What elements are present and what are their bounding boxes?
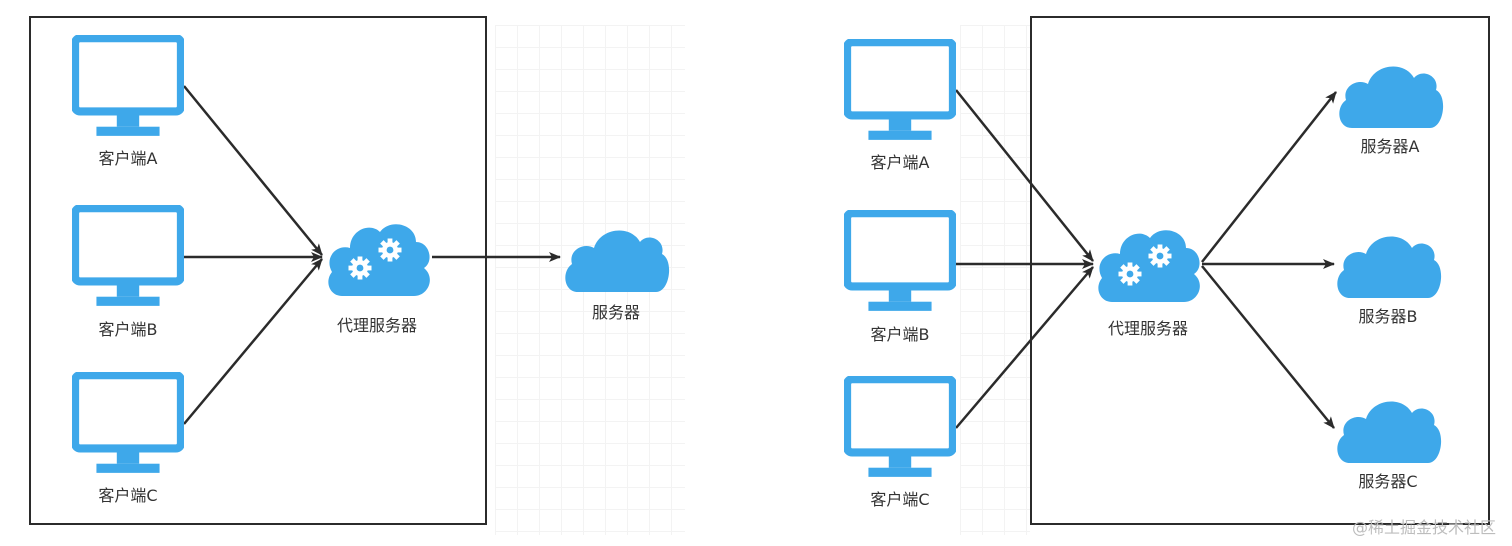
client-b: 客户端B (75, 208, 181, 339)
server-c: 服务器C (1337, 401, 1442, 491)
proxy-server: 代理服务器 (328, 224, 429, 335)
client-a-label: 客户端A (871, 153, 930, 172)
server-c-label: 服务器C (1358, 472, 1417, 491)
client-c-label: 客户端C (98, 486, 157, 505)
left-diagram: 客户端A 客户端B 客户端C 代理服务器 服务器 (29, 16, 670, 525)
client-c-label: 客户端C (870, 490, 929, 509)
monitor-icon (847, 42, 953, 140)
cloud-icon (1337, 401, 1442, 463)
client-c: 客户端C (847, 379, 953, 509)
monitor-icon (75, 38, 181, 136)
client-a: 客户端A (75, 38, 181, 168)
client-group-box (29, 16, 487, 525)
arrow-client-a-to-proxy (183, 85, 323, 256)
cloud-gears-icon (328, 224, 429, 296)
right-diagram: 客户端A 客户端B 客户端C 代理服务器 服务器A 服务器B 服务器C (847, 16, 1490, 525)
client-b-label: 客户端B (99, 320, 158, 339)
proxy-server: 代理服务器 (1098, 230, 1199, 338)
watermark: @稀土掘金技术社区 (1351, 518, 1496, 537)
right-arrows (955, 89, 1337, 429)
arrow-proxy-to-server-c (1201, 265, 1335, 429)
server-label: 服务器 (592, 303, 640, 322)
server: 服务器 (565, 230, 670, 322)
monitor-icon (847, 379, 953, 477)
arrow-client-a-to-proxy (955, 89, 1094, 262)
arrow-proxy-to-server-a (1201, 91, 1337, 263)
monitor-icon (75, 375, 181, 473)
server-a-label: 服务器A (1361, 137, 1420, 156)
cloud-icon (1339, 66, 1444, 128)
proxy-server-label: 代理服务器 (1108, 319, 1188, 338)
cloud-icon (1337, 236, 1442, 298)
client-a-label: 客户端A (99, 149, 158, 168)
client-a: 客户端A (847, 42, 953, 172)
server-group-box (1030, 16, 1490, 525)
arrow-client-c-to-proxy (955, 266, 1094, 429)
monitor-icon (75, 208, 181, 306)
server-b-label: 服务器B (1359, 307, 1418, 326)
client-b-label: 客户端B (871, 325, 930, 344)
left-arrows (183, 85, 561, 425)
server-b: 服务器B (1337, 236, 1442, 326)
monitor-icon (847, 213, 953, 311)
client-c: 客户端C (75, 375, 181, 505)
client-b: 客户端B (847, 213, 953, 344)
arrow-client-c-to-proxy (183, 258, 323, 425)
cloud-gears-icon (1098, 230, 1199, 302)
server-a: 服务器A (1339, 66, 1444, 156)
cloud-icon (565, 230, 670, 292)
proxy-server-label: 代理服务器 (337, 316, 417, 335)
